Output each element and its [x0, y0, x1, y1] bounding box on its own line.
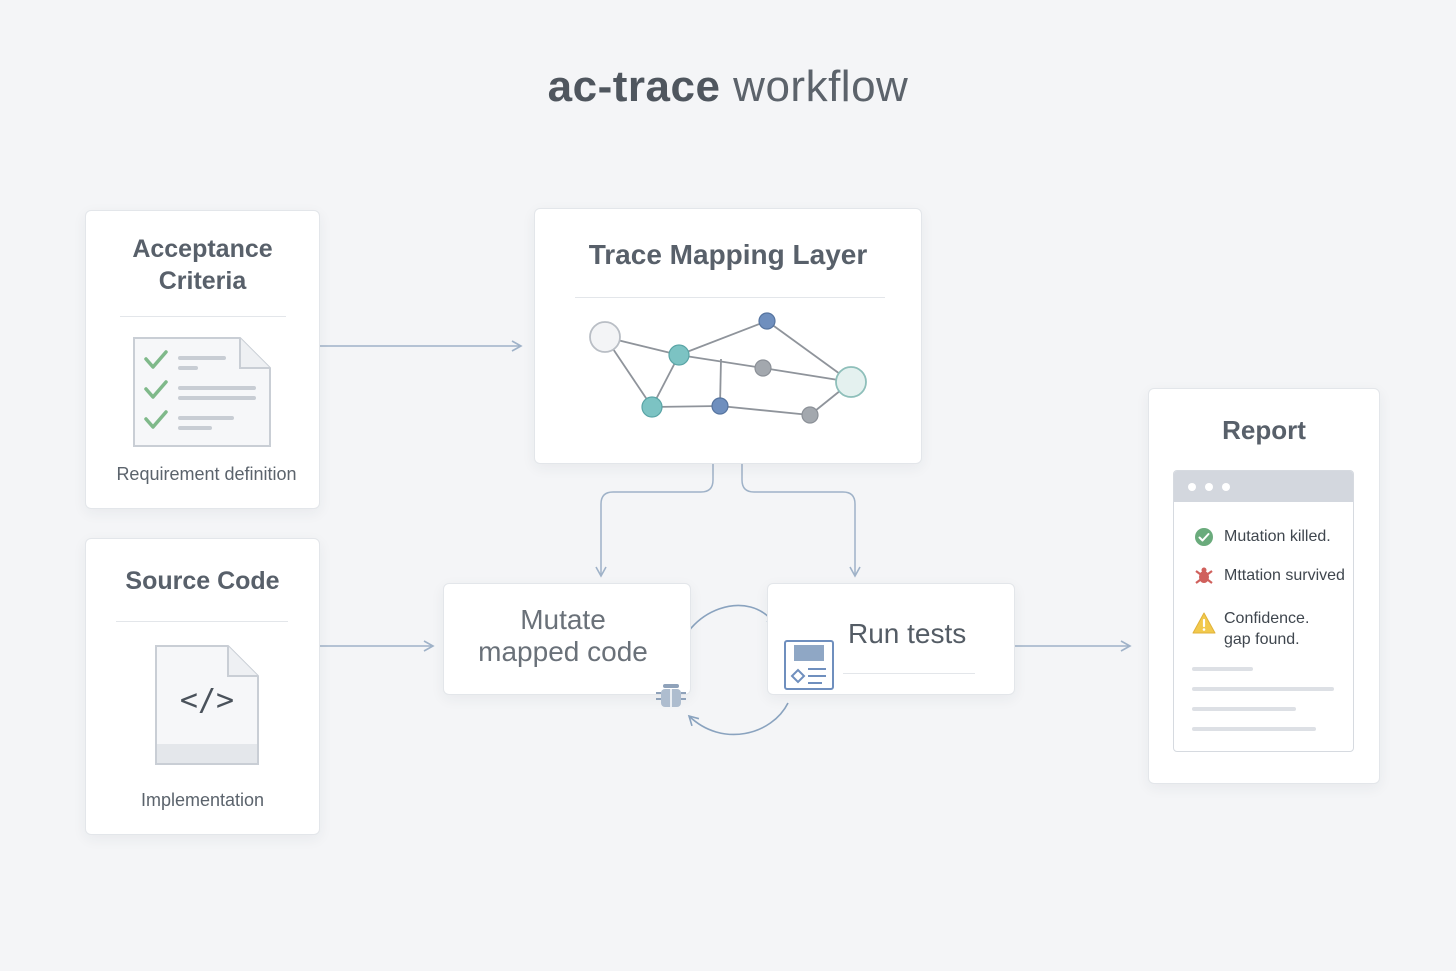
- source-caption: Implementation: [140, 790, 265, 810]
- graph-node: [589, 321, 621, 353]
- test-report-icon: [784, 640, 834, 690]
- title-rest: workflow: [733, 62, 909, 111]
- arrow-trace-to-run: [741, 462, 861, 578]
- code-glyph: </>: [180, 683, 234, 718]
- acceptance-divider: [120, 316, 286, 317]
- placeholder-line: [1192, 667, 1253, 671]
- source-divider: [116, 621, 288, 622]
- checklist-document-icon: [133, 337, 271, 447]
- placeholder-line: [1192, 727, 1316, 731]
- window-dot-icon: [1222, 483, 1230, 491]
- report-title: Report: [1222, 415, 1306, 445]
- report-window: Mutation killed. Mttation survived Confi…: [1173, 470, 1354, 752]
- acceptance-title: Acceptance Criteria: [86, 233, 319, 297]
- acceptance-criteria-card: Acceptance Criteria Requirement definiti…: [85, 210, 320, 509]
- warning-icon: [1192, 612, 1216, 634]
- confidence-line2: gap found.: [1224, 631, 1300, 648]
- report-card: Report Mutation killed. Mttation survive…: [1148, 388, 1380, 784]
- graph-node: [641, 396, 663, 418]
- arrow-trace-to-mutate: [595, 462, 714, 578]
- report-item-killed: Mutation killed.: [1224, 528, 1331, 545]
- graph-node: [835, 366, 867, 398]
- graph-node: [801, 406, 819, 424]
- graph-node: [758, 312, 776, 330]
- source-title: Source Code: [125, 567, 280, 595]
- acceptance-title-line1: Acceptance: [132, 235, 273, 263]
- trace-mapping-card: Trace Mapping Layer: [534, 208, 922, 464]
- report-item-survived: Mttation survived: [1224, 567, 1345, 584]
- graph-node: [711, 397, 729, 415]
- source-code-card: Source Code </> Implementation: [85, 538, 320, 835]
- loop-arrow-bottom: [687, 702, 789, 736]
- report-window-titlebar: [1174, 471, 1353, 502]
- mutate-line1: Mutate: [520, 604, 606, 635]
- report-item-confidence: Confidence. gap found.: [1224, 608, 1309, 650]
- run-tests-card: Run tests: [767, 583, 1015, 695]
- run-tests-label: Run tests: [848, 618, 967, 649]
- graph-node: [668, 344, 690, 366]
- acceptance-title-line2: Criteria: [158, 267, 247, 295]
- loop-arrow-top: [675, 604, 777, 661]
- confidence-line1: Confidence.: [1224, 610, 1310, 627]
- title-bold: ac-trace: [547, 62, 721, 111]
- trace-title: Trace Mapping Layer: [588, 239, 868, 270]
- bug-icon: [656, 684, 686, 707]
- graph-node: [754, 359, 772, 377]
- mutate-card: Mutate mapped code: [443, 583, 691, 707]
- trace-divider: [575, 297, 885, 298]
- page-title: ac-trace workflow: [0, 62, 1456, 112]
- window-dot-icon: [1188, 483, 1196, 491]
- mutate-line2: mapped code: [478, 636, 648, 667]
- check-circle-icon: [1195, 528, 1213, 546]
- mutate-label: Mutate mapped code: [444, 604, 682, 668]
- trace-graph: [589, 312, 867, 424]
- code-file-icon: </>: [155, 645, 259, 765]
- acceptance-caption: Requirement definition: [116, 464, 297, 484]
- placeholder-line: [1192, 687, 1334, 691]
- bug-icon: [1195, 567, 1213, 584]
- window-dot-icon: [1205, 483, 1213, 491]
- run-divider: [843, 673, 975, 674]
- placeholder-line: [1192, 707, 1296, 711]
